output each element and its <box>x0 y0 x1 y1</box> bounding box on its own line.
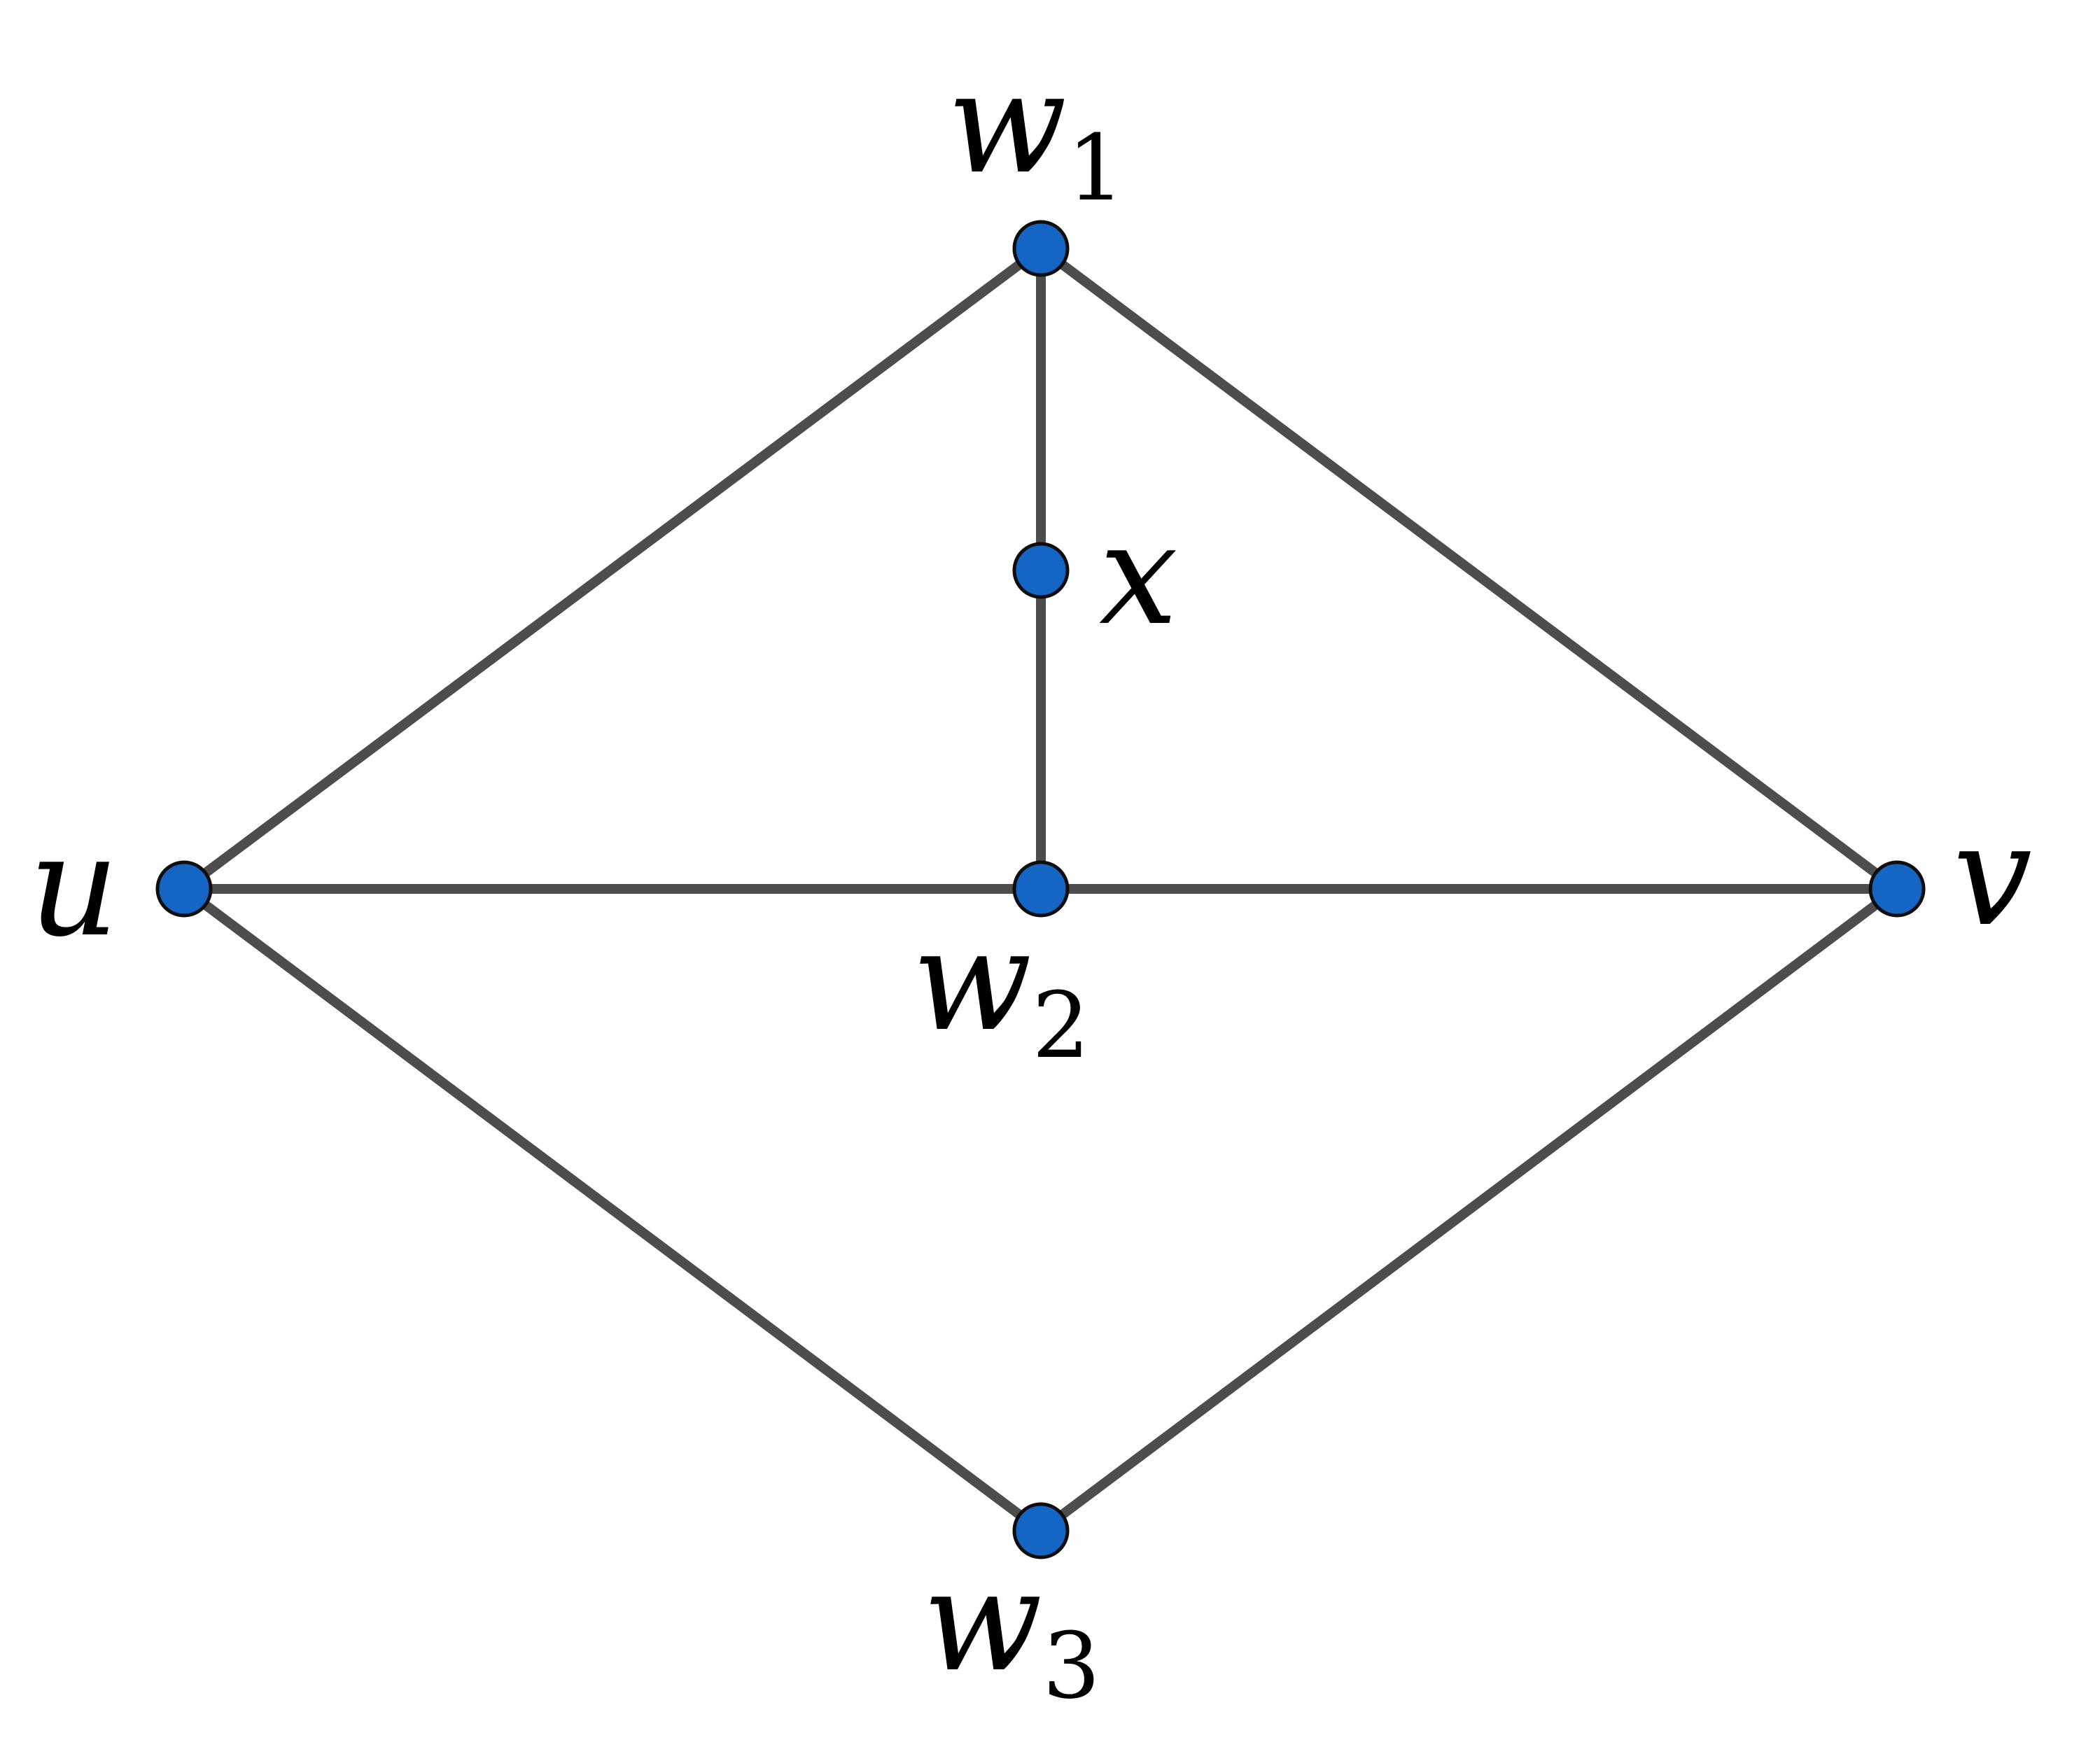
node-label-u: u <box>29 805 119 968</box>
node-w1 <box>1012 220 1070 277</box>
node-label-text: w <box>923 1540 1042 1703</box>
node-label-x: x <box>1099 493 1178 657</box>
node-label-subscript: 3 <box>1042 1613 1100 1719</box>
node-label-subscript: 1 <box>1067 115 1125 221</box>
node-x <box>1012 542 1070 599</box>
node-label-v: v <box>1953 794 2032 957</box>
node-v <box>1868 860 1926 918</box>
edge-w3-v <box>1036 884 1902 1536</box>
nodes-layer <box>155 220 1926 1559</box>
node-label-text: w <box>947 42 1067 205</box>
edge-u-w1 <box>179 244 1046 894</box>
node-label-text: v <box>1953 794 2032 957</box>
node-label-text: w <box>912 899 1032 1062</box>
node-label-w2: w2 <box>912 899 1090 1079</box>
edge-w1-v <box>1036 244 1902 894</box>
node-u <box>155 860 213 918</box>
node-label-text: u <box>29 805 119 968</box>
node-w2 <box>1012 860 1070 918</box>
node-w3 <box>1012 1502 1070 1559</box>
node-label-text: x <box>1099 493 1178 657</box>
node-label-w1: w1 <box>947 42 1125 221</box>
edges-layer <box>179 244 1902 1536</box>
node-label-subscript: 2 <box>1032 972 1090 1079</box>
edge-u-w3 <box>179 884 1046 1536</box>
node-label-w3: w3 <box>923 1540 1100 1719</box>
